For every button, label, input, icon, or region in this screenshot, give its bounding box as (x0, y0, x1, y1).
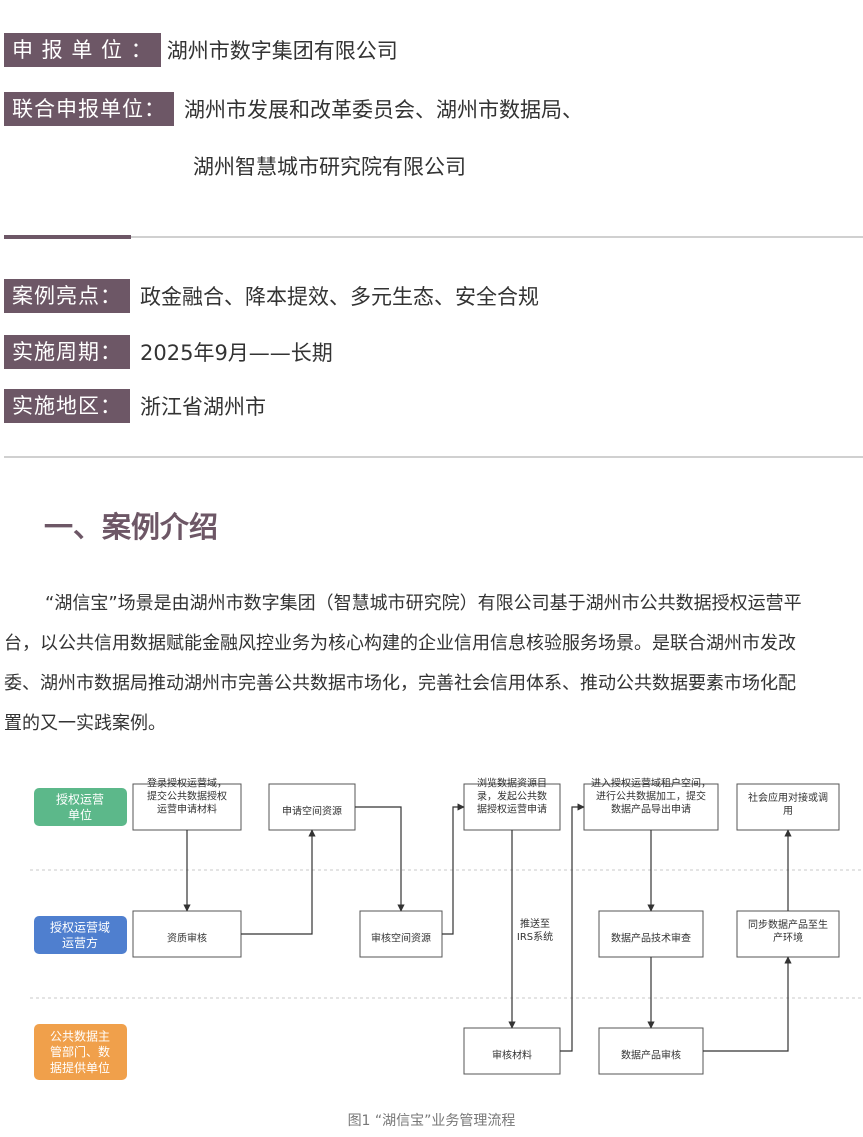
divider-bottom (4, 456, 863, 458)
arrow (442, 803, 465, 935)
region-row: 实施地区： 浙江省湖州市 (4, 389, 266, 423)
applicant-row: 申 报 单 位 ： 湖州市数字集团有限公司 (4, 33, 398, 67)
node-qualify-text: 资质审核 (167, 932, 207, 945)
arrow (241, 829, 316, 935)
intro-paragraph: “湖信宝”场景是由湖州市数字集团（智慧城市研究院）有限公司基于湖州市公共数据授权… (4, 584, 863, 744)
period-value: 2025年9月——长期 (140, 341, 333, 365)
node-apply-space-text: 申请空间资源 (282, 805, 342, 818)
co-applicant-row-2: 湖州智慧城市研究院有限公司 (193, 151, 466, 181)
lane-label: 公共数据主管部门、数据提供单位 (50, 1029, 110, 1075)
arrow (560, 803, 585, 1052)
paragraph-line: 台，以公共信用数据赋能金融风控业务为核心构建的企业信用信息核验服务场景。是联合湖… (4, 633, 796, 654)
node-login (132, 783, 242, 831)
co-applicant-value-2: 湖州智慧城市研究院有限公司 (193, 155, 466, 179)
section-title: 一、案例介绍 (44, 510, 219, 544)
divider-top (4, 235, 863, 239)
node-review-space (359, 910, 443, 958)
highlights-label: 案例亮点： (4, 279, 130, 313)
arrow (355, 806, 405, 912)
node-review-space-text: 审核空间资源 (371, 932, 431, 945)
region-value: 浙江省湖州市 (140, 395, 266, 419)
node-review-material (463, 1027, 561, 1075)
paragraph-line: 置的又一实践案例。 (4, 713, 166, 734)
lane-operator-unit: 授权运营单位 (34, 788, 127, 826)
node-product-review-text: 数据产品审核 (621, 1049, 681, 1062)
divider-accent (4, 235, 131, 239)
node-tech-review (598, 910, 704, 958)
node-sync (736, 910, 840, 958)
paragraph-line: 委、湖州市数据局推动湖州市完善公共数据市场化，完善社会信用体系、推动公共数据要素… (4, 673, 796, 694)
region-label: 实施地区： (4, 389, 130, 423)
node-review-material-text: 审核材料 (492, 1049, 532, 1062)
co-applicant-row: 联合申报单位： 湖州市发展和改革委员会、湖州市数据局、 (4, 92, 583, 126)
applicant-label: 申 报 单 位 ： (4, 33, 161, 67)
paragraph-line: “湖信宝”场景是由湖州市数字集团（智慧城市研究院）有限公司基于湖州市公共数据授权… (45, 593, 802, 614)
highlights-row: 案例亮点： 政金融合、降本提效、多元生态、安全合规 (4, 279, 539, 313)
flow-diagram: 授权运营单位 授权运营域运营方 公共数据主管部门、数据提供单位 登录授权运营域，… (30, 777, 863, 1080)
figure-caption: 图1 “湖信宝”业务管理流程 (347, 1113, 516, 1129)
node-enter-text: 进入授权运营域租户空间，进行公共数据加工，提交数据产品导出申请 (591, 777, 711, 816)
applicant-value: 湖州市数字集团有限公司 (166, 39, 398, 63)
node-sync-text: 同步数据产品至生产环境 (748, 918, 828, 944)
co-applicant-value-1: 湖州市发展和改革委员会、湖州市数据局、 (184, 98, 583, 122)
node-login-text: 登录授权运营域，提交公共数据授权运营申请材料 (147, 777, 227, 816)
lane-label: 授权运营域运营方 (50, 919, 110, 950)
node-social (736, 783, 840, 831)
lane-platform-operator: 授权运营域运营方 (34, 916, 127, 954)
period-label: 实施周期： (4, 335, 130, 369)
node-qualify (132, 910, 242, 958)
lane-data-provider: 公共数据主管部门、数据提供单位 (34, 1024, 127, 1080)
arrow (703, 956, 792, 1052)
node-tech-review-text: 数据产品技术审查 (611, 932, 691, 945)
highlights-value: 政金融合、降本提效、多元生态、安全合规 (140, 285, 539, 309)
period-row: 实施周期： 2025年9月——长期 (4, 335, 333, 369)
co-applicant-label: 联合申报单位： (4, 92, 174, 126)
node-browse-text: 浏览数据资源目录，发起公共数据授权运营申请 (477, 777, 547, 816)
node-social-text: 社会应用对接或调用 (748, 791, 828, 817)
lane-label: 授权运营单位 (56, 791, 104, 822)
